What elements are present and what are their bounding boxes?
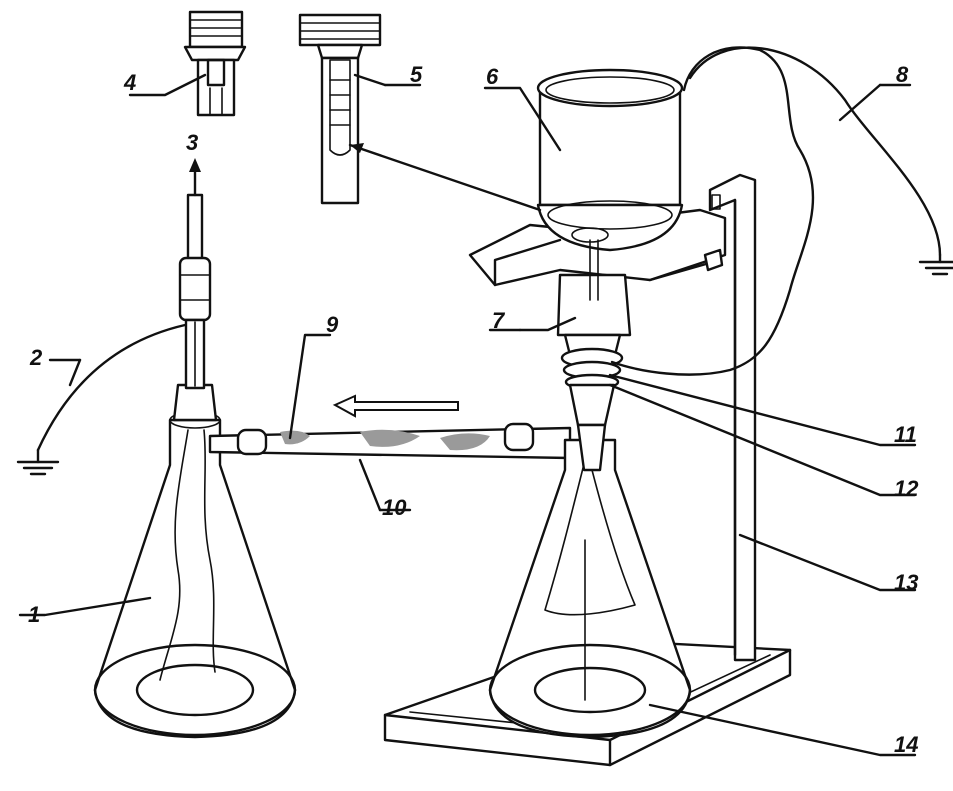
label-14: 14 — [894, 732, 918, 757]
label-4: 4 — [123, 70, 136, 95]
stand — [708, 173, 757, 662]
labels: 1 2 3 4 5 6 7 8 9 10 11 12 13 14 — [28, 62, 919, 757]
label-2: 2 — [29, 345, 43, 370]
label-11: 11 — [894, 422, 917, 447]
label-8: 8 — [896, 62, 909, 87]
ground-wire-8 — [610, 46, 953, 376]
label-3: 3 — [186, 130, 198, 155]
funnel — [536, 68, 684, 252]
label-10: 10 — [382, 495, 407, 520]
label-1: 1 — [28, 602, 40, 627]
right-flask — [488, 438, 692, 739]
left-electrode-assembly — [178, 158, 212, 390]
label-6: 6 — [486, 64, 499, 89]
leader-lines — [18, 73, 917, 757]
left-flask — [93, 383, 297, 739]
label-9: 9 — [326, 312, 339, 337]
ground-wire-2 — [16, 323, 187, 476]
filter-holder — [556, 239, 632, 472]
label-12: 12 — [894, 476, 919, 501]
detail-5 — [298, 13, 382, 205]
detail-4 — [183, 10, 247, 117]
label-5: 5 — [410, 62, 423, 87]
label-7: 7 — [492, 308, 506, 333]
connecting-tube — [208, 394, 572, 460]
label-13: 13 — [894, 570, 918, 595]
